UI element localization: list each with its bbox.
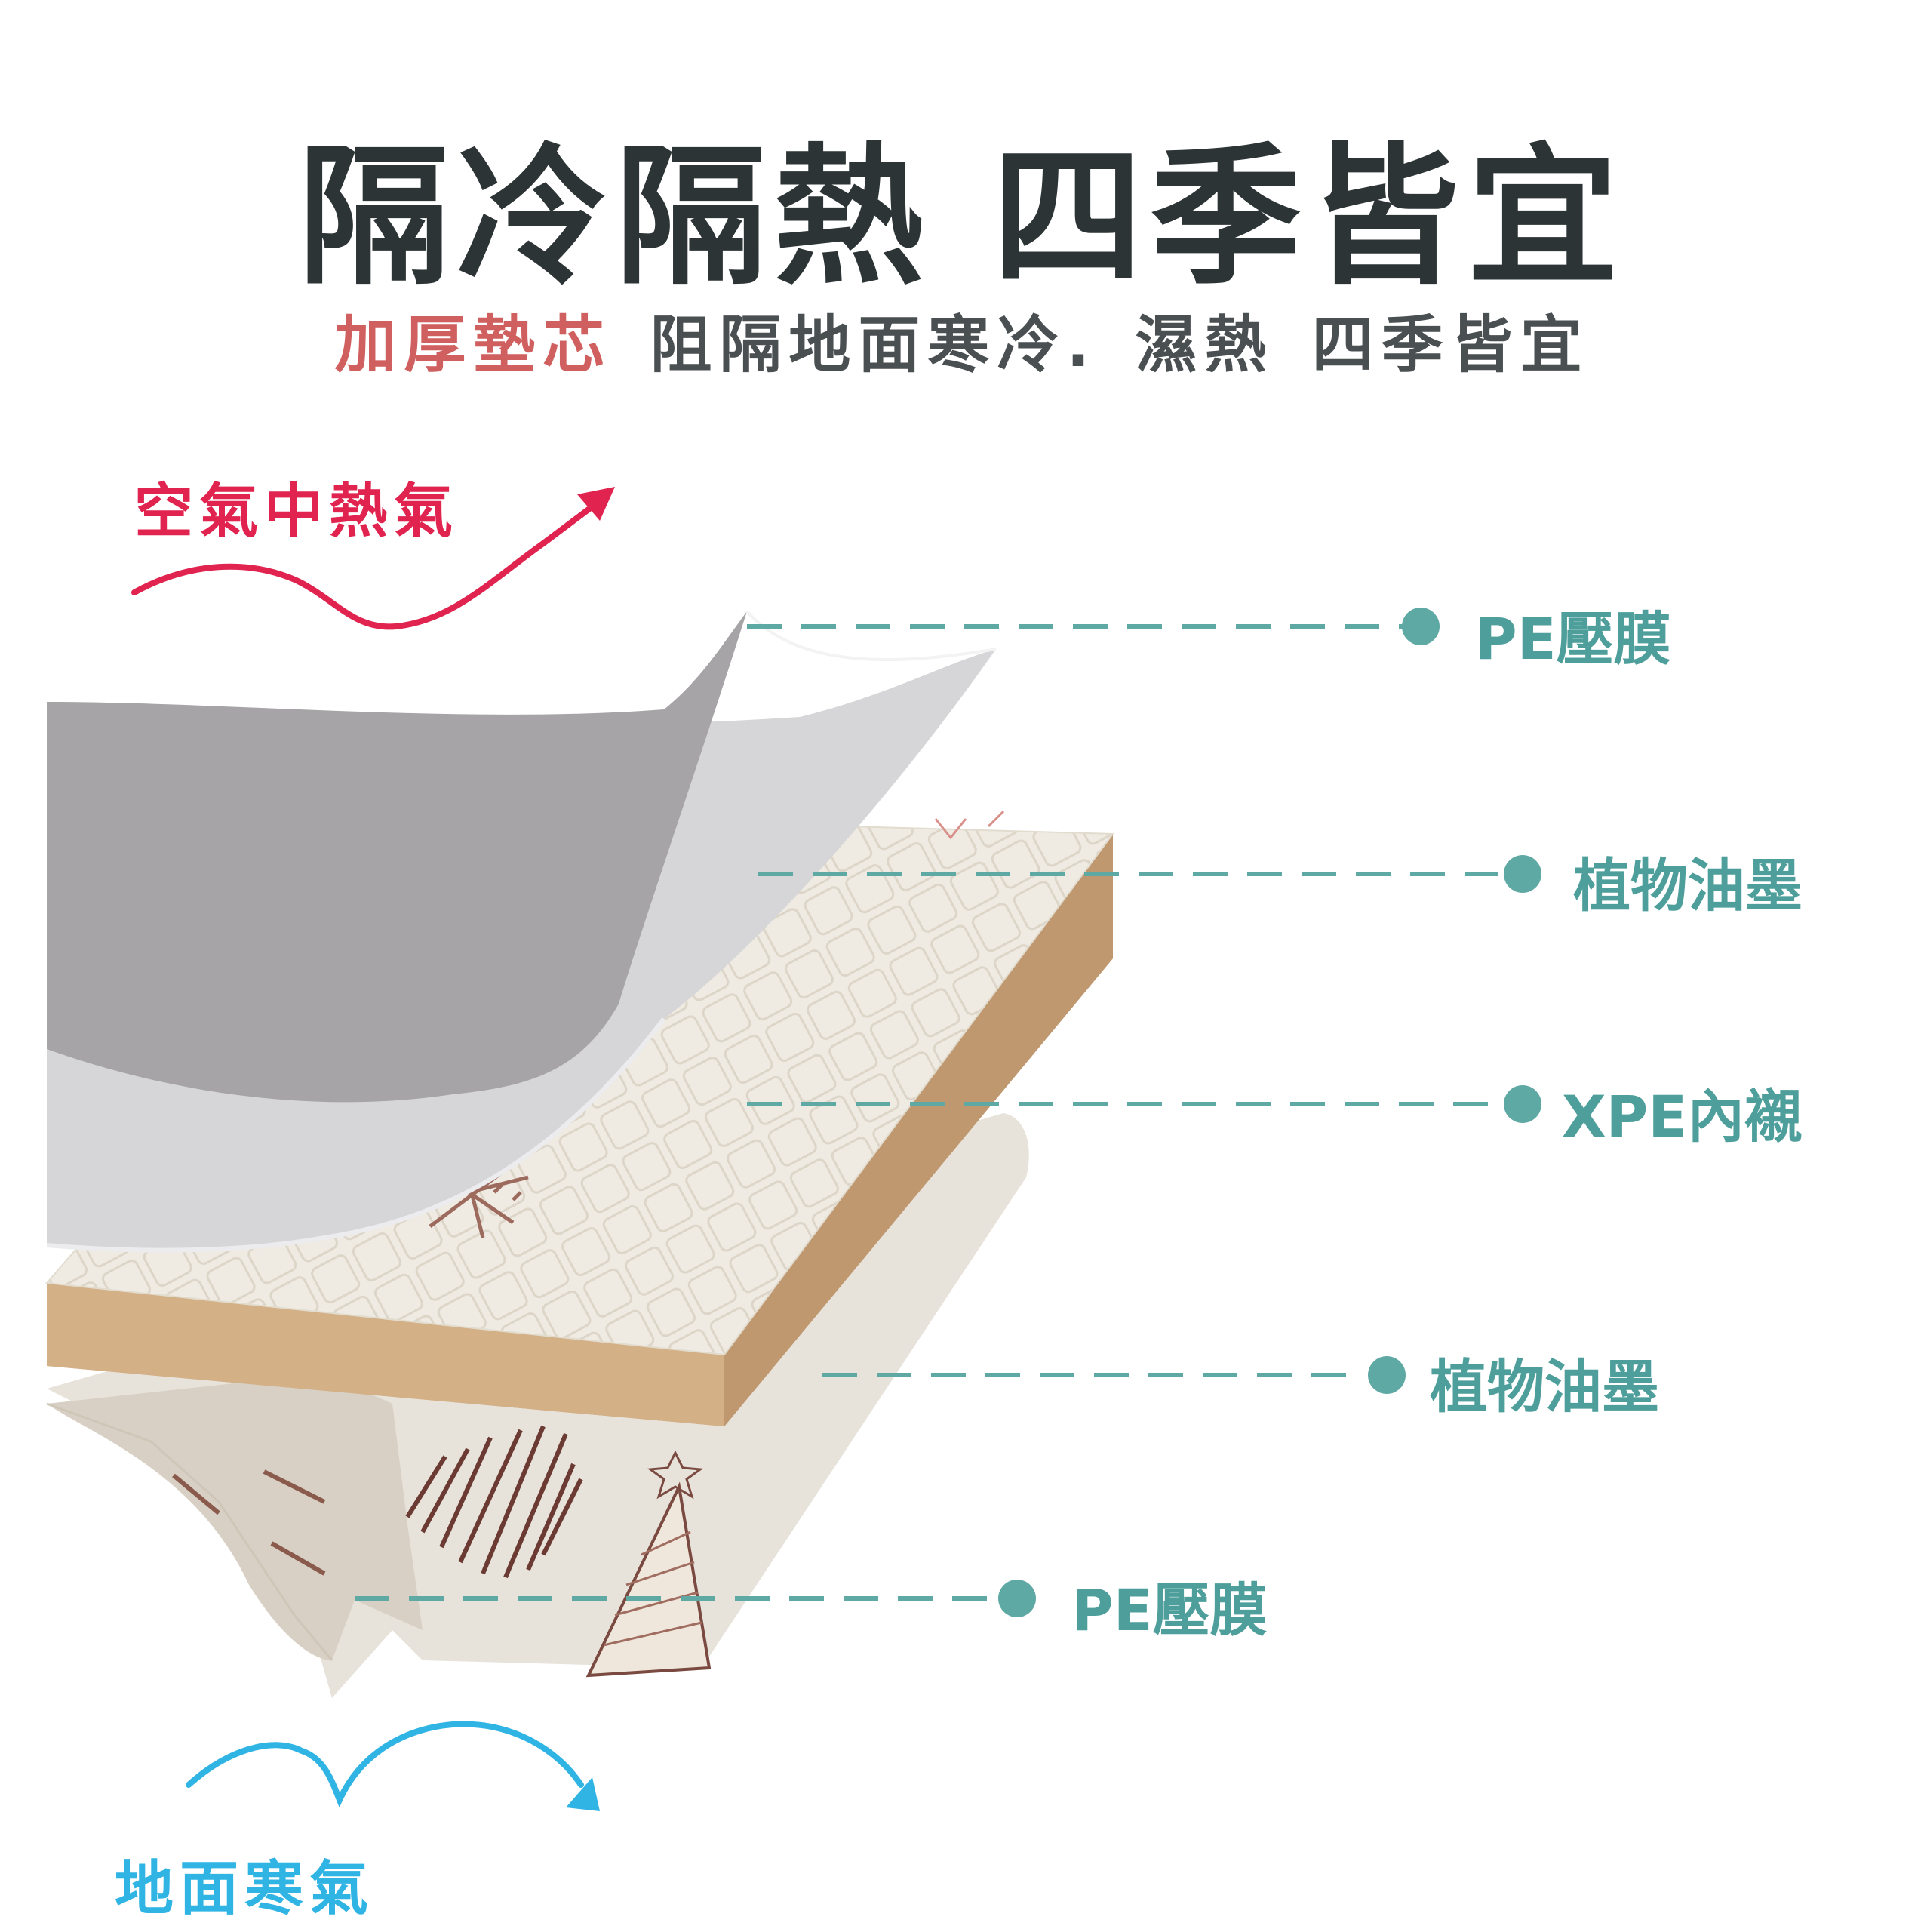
cold-label: 地面寒氣 bbox=[115, 1841, 374, 1926]
leader-dots bbox=[998, 608, 1541, 1617]
layer-label-ink-top: 植物油墨 bbox=[1573, 839, 1803, 922]
cold-arrow-icon bbox=[189, 1724, 581, 1800]
layer-label-pe-bottom: PE壓膜 bbox=[1071, 1564, 1268, 1647]
layer-label-ink-bottom: 植物油墨 bbox=[1430, 1340, 1659, 1423]
layer-label-xpe: XPE內襯 bbox=[1562, 1070, 1802, 1153]
layer-label-pe-top: PE壓膜 bbox=[1475, 592, 1671, 675]
heat-label: 空氣中熱氣 bbox=[134, 464, 459, 549]
